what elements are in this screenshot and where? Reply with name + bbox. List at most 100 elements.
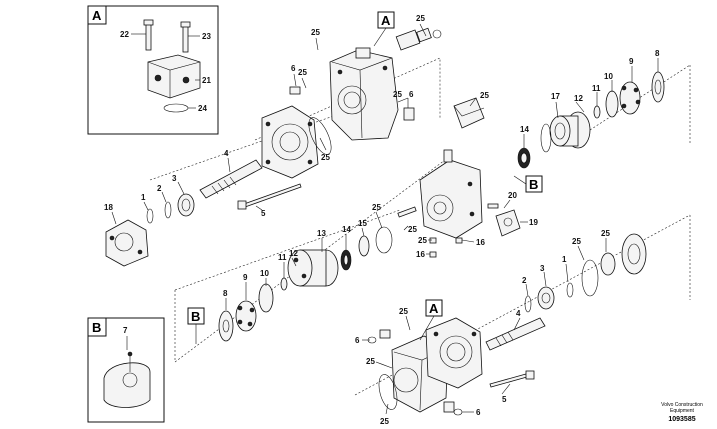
retainer-10-lower-icon [258, 283, 274, 313]
part-number: 11 [592, 84, 601, 93]
part-number: 25 [311, 28, 320, 37]
screw-plug-icon [289, 86, 415, 121]
drawing-number: 1093585 [668, 416, 695, 423]
bearing-3-lower-icon [537, 286, 555, 310]
o-ring-25-mid-icon [375, 226, 393, 254]
detail-b-tag: B [92, 320, 101, 335]
svg-text:B: B [191, 309, 200, 324]
part-number: 6 [291, 64, 296, 73]
part-number: 25 [321, 153, 330, 162]
drawing-stamp: Volvo Construction Equipment 1093585 [661, 402, 703, 423]
ring-1-icon [146, 208, 154, 224]
bolt-22-icon [145, 21, 152, 51]
ball-11-lower-icon [280, 277, 288, 291]
part-number: 1 [141, 193, 146, 202]
part-number: 20 [508, 191, 517, 200]
svg-text:A: A [381, 13, 391, 28]
label-21: 21 [202, 76, 211, 85]
flange-plate-upper-icon [261, 105, 319, 179]
gear-pump-18-icon [105, 219, 149, 267]
o-ring-25-lower-icon [581, 259, 599, 297]
callout-b-left: B [187, 307, 205, 344]
ring-2-lower-icon [524, 295, 532, 313]
part-number: 9 [629, 57, 634, 66]
part-number-labels: 25 25 6 25 6 25 8 9 10 11 12 17 14 25 25… [104, 14, 660, 426]
swash-plate-icon [651, 71, 665, 103]
part-number: 18 [104, 203, 113, 212]
part-number: 9 [243, 273, 248, 282]
regulator-cover-icon [453, 97, 485, 129]
spacer-15-icon [358, 235, 370, 257]
part-number: 25 [572, 237, 581, 246]
valve-19-icon [495, 209, 521, 237]
part-number: 10 [604, 72, 613, 81]
part-number: 19 [529, 218, 538, 227]
part-number: 1 [562, 255, 567, 264]
part-number: 25 [366, 357, 375, 366]
part-number: 12 [289, 249, 298, 258]
o-ring-lower-icon [378, 374, 398, 410]
part-number: 2 [157, 184, 162, 193]
long-bolt-upper-icon [237, 183, 302, 210]
part-number: 4 [516, 309, 521, 318]
ring-2-icon [164, 201, 172, 219]
o-ring-large-icon [308, 117, 332, 155]
shoe-plate-9-icon [235, 300, 257, 332]
regulator-housing-icon [419, 149, 483, 239]
part-number: 25 [480, 91, 489, 100]
part-number: 13 [317, 229, 326, 238]
gear-14-upper-icon [517, 147, 531, 169]
ring-1-lower-icon [566, 282, 574, 298]
part-number: 8 [655, 49, 660, 58]
part-number: 10 [260, 269, 269, 278]
part-number: 5 [502, 395, 507, 404]
gear-14-lower-icon [340, 249, 352, 271]
callout-b-mid: B [513, 175, 543, 193]
piston-block-13-icon [287, 249, 339, 287]
part-number: 16 [476, 238, 485, 247]
svg-text:A: A [429, 301, 439, 316]
bearing-3-icon [177, 193, 195, 217]
part-number: 3 [172, 174, 177, 183]
part-number: 6 [476, 408, 481, 417]
part-number: 5 [261, 209, 266, 218]
part-number: 25 [416, 14, 425, 23]
label-7: 7 [123, 326, 128, 335]
part-number: 12 [574, 94, 583, 103]
part-number: 2 [522, 276, 527, 285]
stamp-line-2: Equipment [670, 408, 695, 414]
valve-plate-icon [540, 123, 552, 153]
ball-11-icon [593, 105, 601, 119]
callout-a-top: A [373, 11, 395, 47]
part-number: 25 [601, 229, 610, 238]
detail-b-box: B 7 [87, 317, 165, 423]
part-number: 25 [393, 90, 402, 99]
part-number: 4 [224, 149, 229, 158]
swash-8-lower-icon [218, 310, 234, 342]
label-22: 22 [120, 30, 129, 39]
part-number: 8 [223, 289, 228, 298]
part-number: 6 [355, 336, 360, 345]
label-23: 23 [202, 32, 211, 41]
part-number: 6 [409, 90, 414, 99]
flange-plate-lower-icon [425, 317, 483, 389]
plugs-lower-icon [367, 329, 463, 416]
part-number: 11 [278, 253, 287, 262]
end-cover-icon [621, 233, 647, 275]
solenoid-valve-icon [395, 27, 442, 51]
part-number: 16 [416, 250, 425, 259]
part-number: 17 [551, 92, 560, 101]
part-number: 25 [380, 417, 389, 426]
part-number: 14 [342, 225, 351, 234]
pump-housing-upper-icon [329, 47, 399, 141]
label-24: 24 [198, 104, 207, 113]
long-bolt-lower-icon [489, 370, 535, 388]
plug-7-icon [103, 362, 151, 408]
svg-text:B: B [529, 177, 538, 192]
part-number: 25 [408, 225, 417, 234]
part-number: 15 [358, 219, 367, 228]
part-number: 25 [418, 236, 427, 245]
part-number: 25 [372, 203, 381, 212]
detail-a-tag: A [92, 8, 102, 23]
